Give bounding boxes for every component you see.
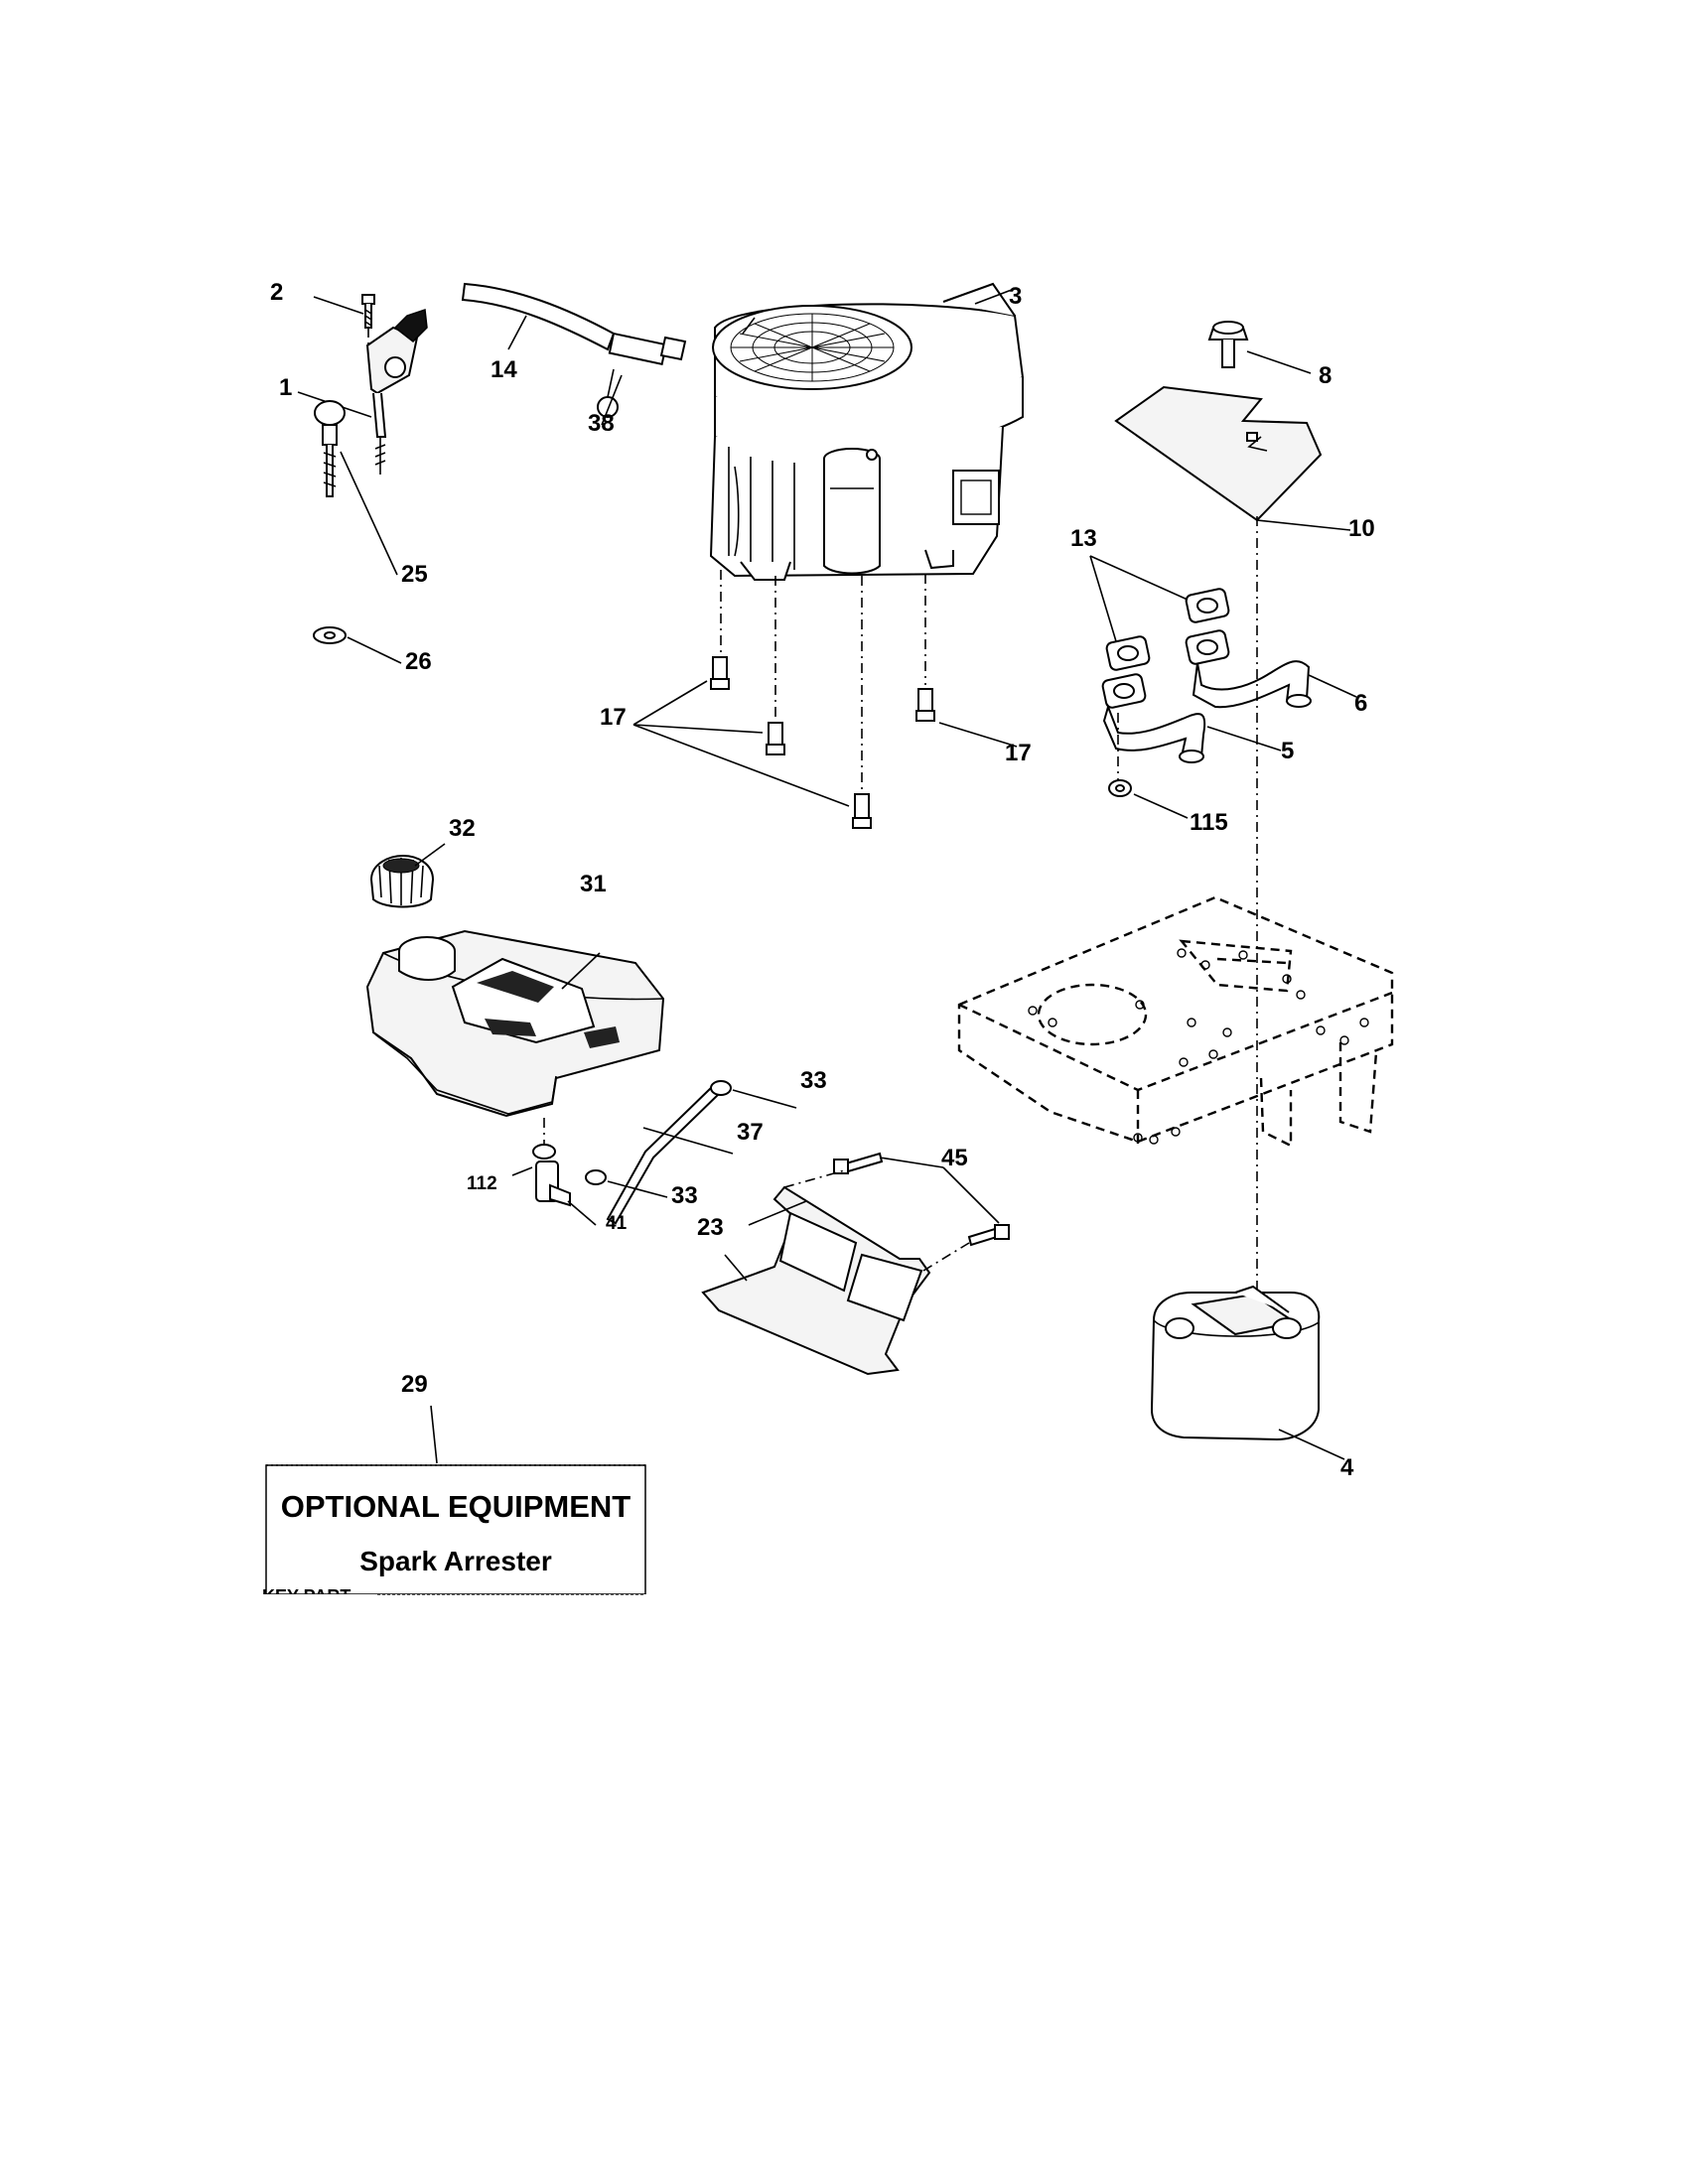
callout-17: 17 [1005, 740, 1032, 766]
shutoff-valve-part-41 [535, 1160, 597, 1226]
throttle-control-part-1 [365, 308, 428, 475]
callout-29: 29 [401, 1371, 428, 1398]
callout-115: 115 [1190, 809, 1228, 836]
callout-112: 112 [467, 1173, 497, 1194]
optional-equipment-title: OPTIONAL EQUIPMENT [281, 1489, 632, 1524]
gasket-part-13 [1105, 635, 1151, 671]
bolt-part-17 [710, 656, 730, 690]
fuel-line-part-14 [461, 282, 616, 351]
exhaust-pipe-part-5 [1101, 673, 1282, 763]
callout-14: 14 [491, 356, 517, 383]
callout-13: 13 [1070, 525, 1097, 552]
callout-25: 25 [401, 561, 428, 588]
heat-shield-part-10 [1114, 385, 1351, 531]
screw-part-2 [361, 294, 375, 329]
throttle-control-assembly [297, 294, 428, 475]
dipstick-part-25 [314, 400, 398, 576]
exhaust-pipe-part-6 [1185, 629, 1357, 709]
frame-holes [1028, 948, 1369, 1145]
callout-45: 45 [941, 1145, 968, 1171]
bolt-part-17 [852, 793, 872, 829]
callout-8: 8 [1319, 362, 1332, 389]
optional-equipment-box: OPTIONAL EQUIPMENT Spark Arrester KEY PA… [260, 1405, 657, 1614]
callout-4: 4 [1340, 1454, 1354, 1481]
frame-reference [957, 895, 1394, 1148]
callout-41: 41 [606, 1213, 628, 1234]
bolt-part-45 [833, 1152, 944, 1174]
callout-32: 32 [449, 815, 476, 842]
callout-33: 33 [800, 1067, 827, 1094]
callout-6: 6 [1354, 690, 1367, 717]
callout-26: 26 [405, 648, 432, 675]
callout-3: 3 [1009, 283, 1022, 310]
engine-screen-grid [730, 313, 895, 382]
callout-5: 5 [1281, 738, 1294, 764]
callout-labels: 2 1 14 38 3 8 10 13 25 26 6 17 17 5 115 … [270, 279, 1375, 1481]
callout-2: 2 [270, 279, 283, 306]
nut-part-115 [1108, 713, 1189, 819]
callout-10: 10 [1348, 515, 1375, 542]
callout-23: 23 [697, 1214, 724, 1241]
washer-part-26 [313, 626, 402, 664]
clamp-part-33 [710, 1080, 797, 1109]
callout-17: 17 [600, 704, 627, 731]
engine-part-3 [709, 282, 1025, 581]
bolt-part-17 [915, 688, 935, 722]
fuel-line-part-37 [606, 1084, 734, 1225]
bolt-part-17 [766, 722, 785, 755]
engine-mount-lines [720, 570, 926, 794]
gasket-part-13 [1185, 588, 1230, 623]
grommet-part-112 [511, 1118, 556, 1176]
muffler-part-4 [1150, 1285, 1345, 1460]
callout-1: 1 [279, 374, 292, 401]
clamp-part-33 [585, 1169, 668, 1198]
callout-33: 33 [671, 1182, 698, 1209]
bolt-part-45 [942, 1166, 1010, 1247]
spark-arrester-label: Spark Arrester [359, 1546, 552, 1576]
gasket-part-13-group [1089, 555, 1230, 671]
callout-38: 38 [588, 410, 615, 437]
bolt-part-17-group [632, 656, 1018, 829]
clamp-part-38 [597, 332, 687, 426]
shield-part-23 [701, 1168, 970, 1376]
callout-37: 37 [737, 1119, 764, 1146]
callout-31: 31 [580, 871, 607, 897]
fuel-cap-part-32 [369, 843, 446, 908]
fuel-tank-part-31 [365, 929, 665, 1118]
screw-part-8 [1207, 321, 1312, 374]
